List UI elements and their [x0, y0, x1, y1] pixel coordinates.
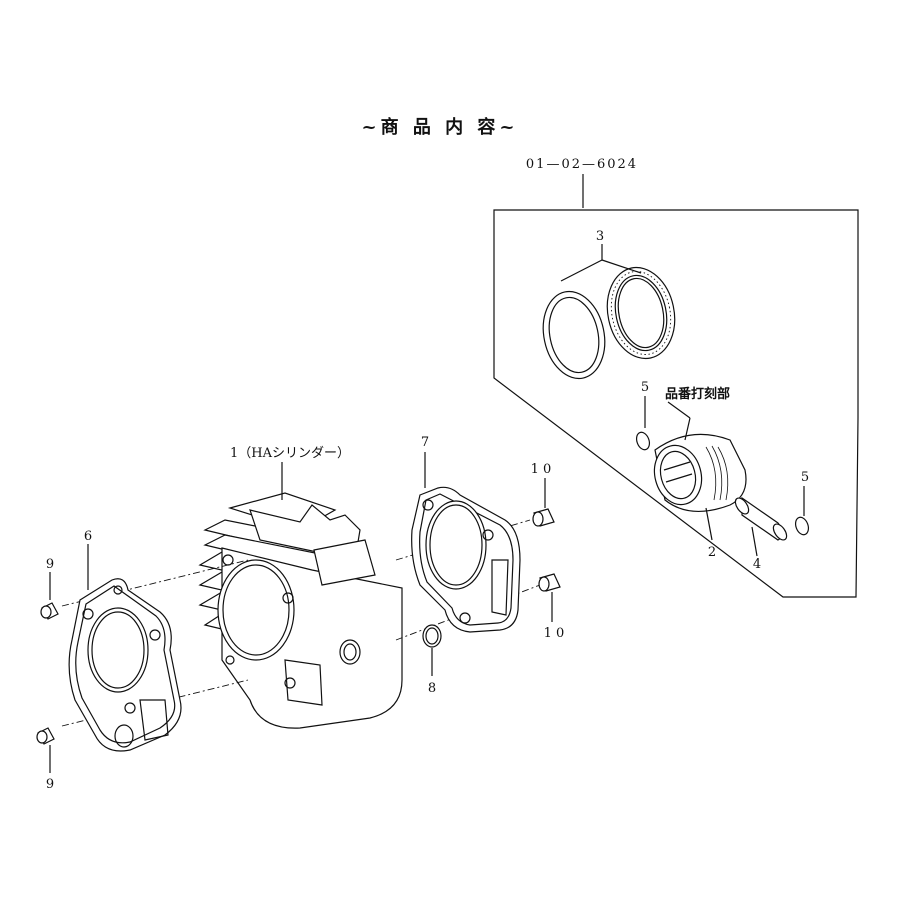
label-9-dowel-top: 9 [46, 557, 54, 572]
dowel-bottom-left [36, 727, 55, 773]
label-engraving: 品番打刻部 [665, 386, 730, 402]
label-7-base-gasket: 7 [421, 435, 429, 450]
page-title: ~商 品 内 容~ [362, 116, 519, 138]
circlip-top [635, 396, 651, 451]
dowel-right-bottom [538, 573, 561, 622]
label-5-clip-right: 5 [801, 470, 809, 485]
head-gasket [68, 544, 182, 752]
label-6-head-gasket: 6 [84, 529, 92, 544]
part-number: 01—02—6024 [526, 157, 638, 172]
label-10-dowel-right-bottom: 1 0 [544, 626, 565, 641]
label-3-rings: 3 [596, 229, 604, 244]
piston [653, 401, 747, 541]
dowel-top-left [40, 572, 59, 620]
label-5-clip-top: 5 [641, 380, 649, 395]
label-9-dowel-bottom: 9 [46, 777, 54, 792]
base-gasket [411, 452, 521, 633]
label-8-o-ring: 8 [428, 681, 436, 696]
cylinder [198, 462, 403, 729]
piston-rings [542, 244, 676, 380]
o-ring [422, 624, 442, 676]
kit-boundary [493, 209, 859, 598]
dowel-right-top [532, 478, 555, 527]
circlip-right [794, 486, 810, 536]
piston-pin [734, 496, 788, 557]
label-1-cylinder: 1（HAシリンダー） [230, 446, 350, 461]
label-4-pin: 4 [753, 557, 761, 572]
label-2-piston: 2 [708, 545, 716, 560]
label-10-dowel-right-top: 1 0 [531, 462, 552, 477]
